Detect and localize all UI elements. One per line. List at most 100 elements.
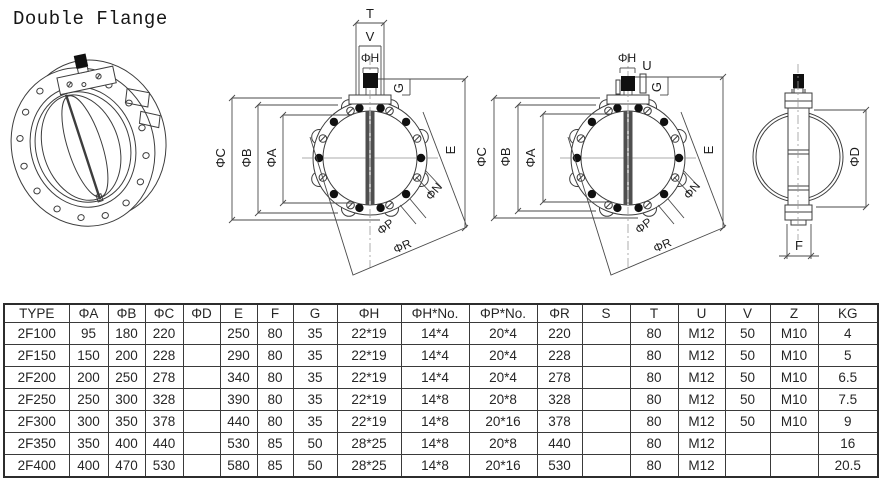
table-cell: 28*25 — [336, 454, 402, 478]
table-cell: 220 — [536, 322, 583, 345]
table-cell: 2F350 — [3, 432, 70, 455]
table-cell: 28*25 — [336, 432, 402, 455]
header-cell: Z — [769, 303, 819, 323]
dim-label-phi-c: ΦC — [213, 148, 228, 168]
table-cell — [581, 410, 631, 433]
table-cell: 50 — [724, 410, 771, 433]
header-cell: TYPE — [3, 303, 70, 323]
table-cell: 228 — [144, 344, 184, 367]
table-cell: 80 — [629, 344, 679, 367]
table-cell: 530 — [219, 432, 258, 455]
table-cell: 390 — [219, 388, 258, 411]
header-cell: ΦP*No. — [468, 303, 538, 323]
dim-label-phi-c: ΦC — [474, 147, 489, 167]
table-cell: 85 — [256, 432, 294, 455]
table-cell: 80 — [629, 454, 679, 478]
header-cell: ΦH*No. — [400, 303, 470, 323]
table-cell: 5 — [817, 344, 879, 367]
dim-label-phi-h: ΦH — [361, 51, 379, 65]
side-dimension-lines — [779, 106, 870, 260]
table-cell — [182, 344, 221, 367]
table-cell: 440 — [144, 432, 184, 455]
table-cell: 2F250 — [3, 388, 70, 411]
table-cell — [581, 388, 631, 411]
table-cell: 290 — [219, 344, 258, 367]
table-cell: 340 — [219, 366, 258, 389]
table-cell: 50 — [724, 322, 771, 345]
page-title: Double Flange — [13, 8, 168, 30]
front2-stem — [621, 76, 635, 91]
dim-label-v: V — [366, 29, 375, 44]
side-stem — [793, 74, 804, 88]
dim-label-phi-d: ΦD — [847, 147, 862, 167]
table-cell — [769, 432, 819, 455]
header-cell: T — [629, 303, 679, 323]
front2-labels: ΦH U G ΦC ΦB ΦA E ΦN ΦP ΦR — [474, 51, 716, 255]
table-cell: 2F400 — [3, 454, 70, 478]
table-cell: 80 — [256, 388, 294, 411]
dim-label-phi-n: ΦN — [423, 180, 445, 203]
table-cell: 20*16 — [468, 410, 538, 433]
table-cell: 50 — [724, 344, 771, 367]
table-cell — [182, 388, 221, 411]
table-cell: 95 — [68, 322, 109, 345]
iso-actuator-mount — [56, 53, 117, 96]
table-cell: 20*4 — [468, 322, 538, 345]
header-cell: E — [219, 303, 258, 323]
dim-label-phi-b: ΦB — [498, 147, 513, 166]
table-cell: 16 — [817, 432, 879, 455]
table-cell: 278 — [536, 366, 583, 389]
header-cell: U — [677, 303, 726, 323]
table-cell — [182, 366, 221, 389]
table-cell: 14*8 — [400, 410, 470, 433]
table-cell: 22*19 — [336, 366, 402, 389]
table-cell: 4 — [817, 322, 879, 345]
table-cell: M10 — [769, 410, 819, 433]
table-cell: 440 — [219, 410, 258, 433]
table-cell: 50 — [292, 454, 338, 478]
front-view-1-drawing: T V ΦH G ΦC ΦB ΦA E ΦN ΦP ΦR — [213, 6, 469, 276]
table-cell: 35 — [292, 410, 338, 433]
table-cell: 22*19 — [336, 344, 402, 367]
table-cell: 80 — [256, 344, 294, 367]
table-cell: 2F300 — [3, 410, 70, 433]
table-cell: M12 — [677, 454, 726, 478]
table-cell: 250 — [68, 388, 109, 411]
table-cell: 35 — [292, 366, 338, 389]
table-cell: 350 — [107, 410, 146, 433]
table-cell: 35 — [292, 322, 338, 345]
table-cell: 2F100 — [3, 322, 70, 345]
iso-bolt-holes — [16, 73, 150, 221]
table-cell: 20*4 — [468, 344, 538, 367]
table-cell: 150 — [68, 344, 109, 367]
dim-label-e: E — [701, 145, 716, 154]
table-cell: 22*19 — [336, 410, 402, 433]
table-cell — [769, 454, 819, 478]
table-cell: 14*8 — [400, 388, 470, 411]
table-cell: 50 — [292, 432, 338, 455]
table-cell: 300 — [68, 410, 109, 433]
table-cell: 14*4 — [400, 322, 470, 345]
table-cell: 80 — [256, 366, 294, 389]
table-cell: 470 — [107, 454, 146, 478]
table-cell: 80 — [629, 432, 679, 455]
header-cell: KG — [817, 303, 879, 323]
table-cell — [581, 366, 631, 389]
dim-label-phi-p: ΦP — [374, 216, 396, 238]
table-cell: M10 — [769, 322, 819, 345]
table-cell: 250 — [107, 366, 146, 389]
table-cell: 20*16 — [468, 454, 538, 478]
dim-label-phi-r: ΦR — [651, 235, 674, 255]
table-cell: M12 — [677, 366, 726, 389]
table-cell — [182, 410, 221, 433]
table-cell: 14*4 — [400, 366, 470, 389]
dim-label-g: G — [649, 82, 664, 92]
table-cell: 80 — [629, 410, 679, 433]
table-cell: 9 — [817, 410, 879, 433]
table-cell: 20.5 — [817, 454, 879, 478]
